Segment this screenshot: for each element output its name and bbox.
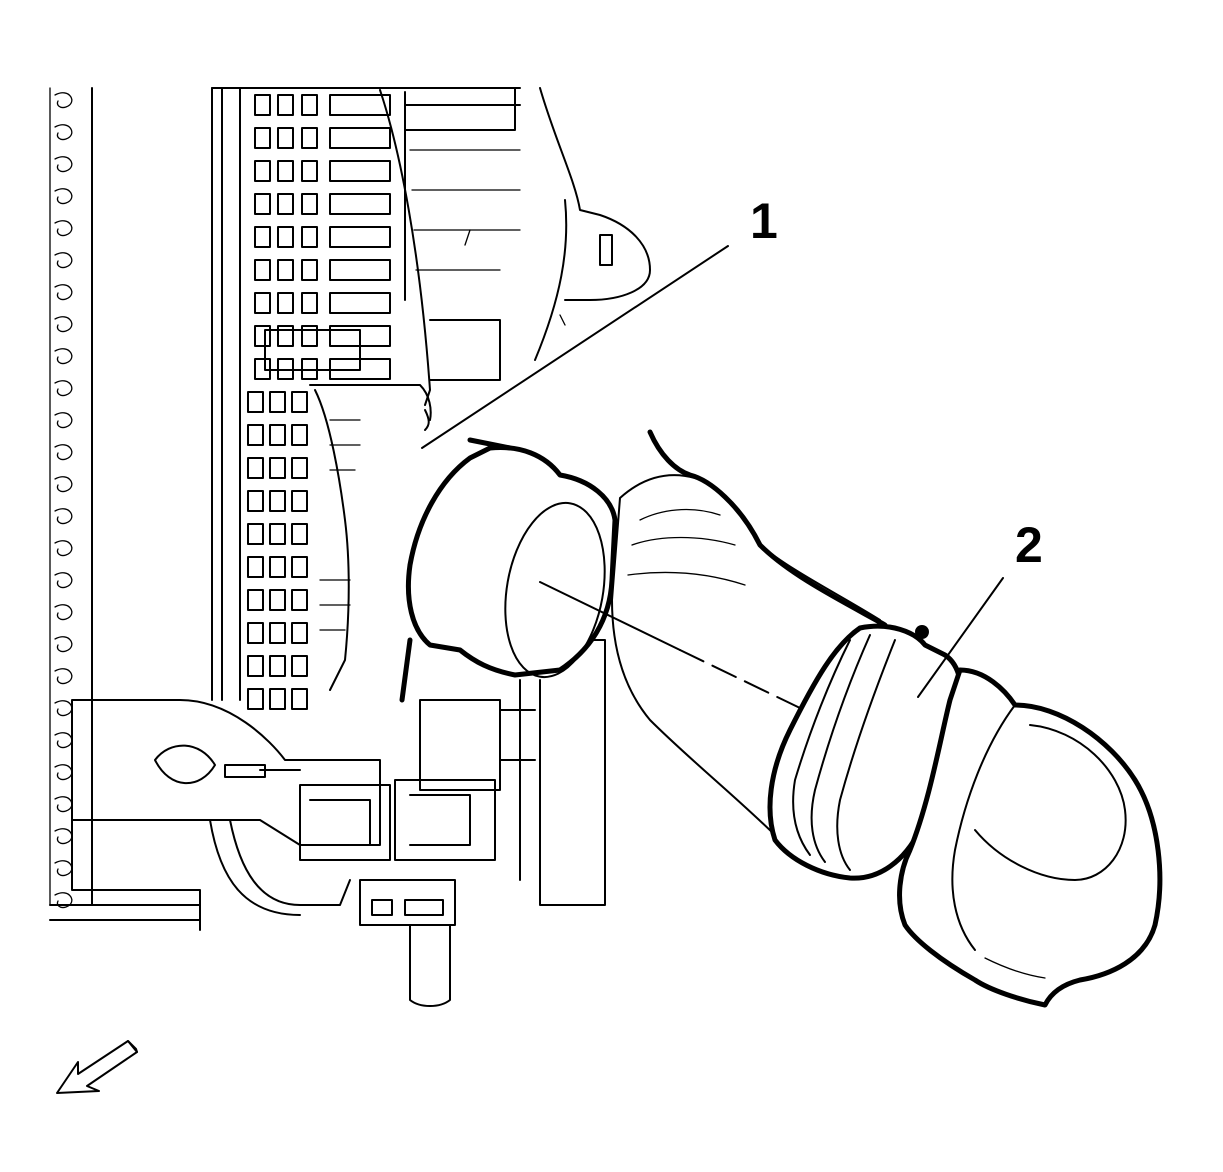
callout-1-label: 1: [750, 193, 778, 249]
callout-2-leader: [917, 577, 1004, 698]
alignment-line: [539, 581, 801, 709]
front-direction-arrow-icon: [56, 1040, 138, 1094]
lower-bracket: [49, 639, 606, 1007]
radiator-tank-grid: [211, 87, 521, 710]
intake-duct-elbow: [399, 409, 618, 703]
callout-1-leader: [421, 245, 729, 449]
upper-housing: [464, 87, 651, 361]
callout-2-label: 2: [1015, 517, 1043, 573]
radiator-core: [49, 87, 93, 909]
air-duct: [314, 389, 361, 691]
air-hose-coupling: [611, 429, 1163, 1008]
